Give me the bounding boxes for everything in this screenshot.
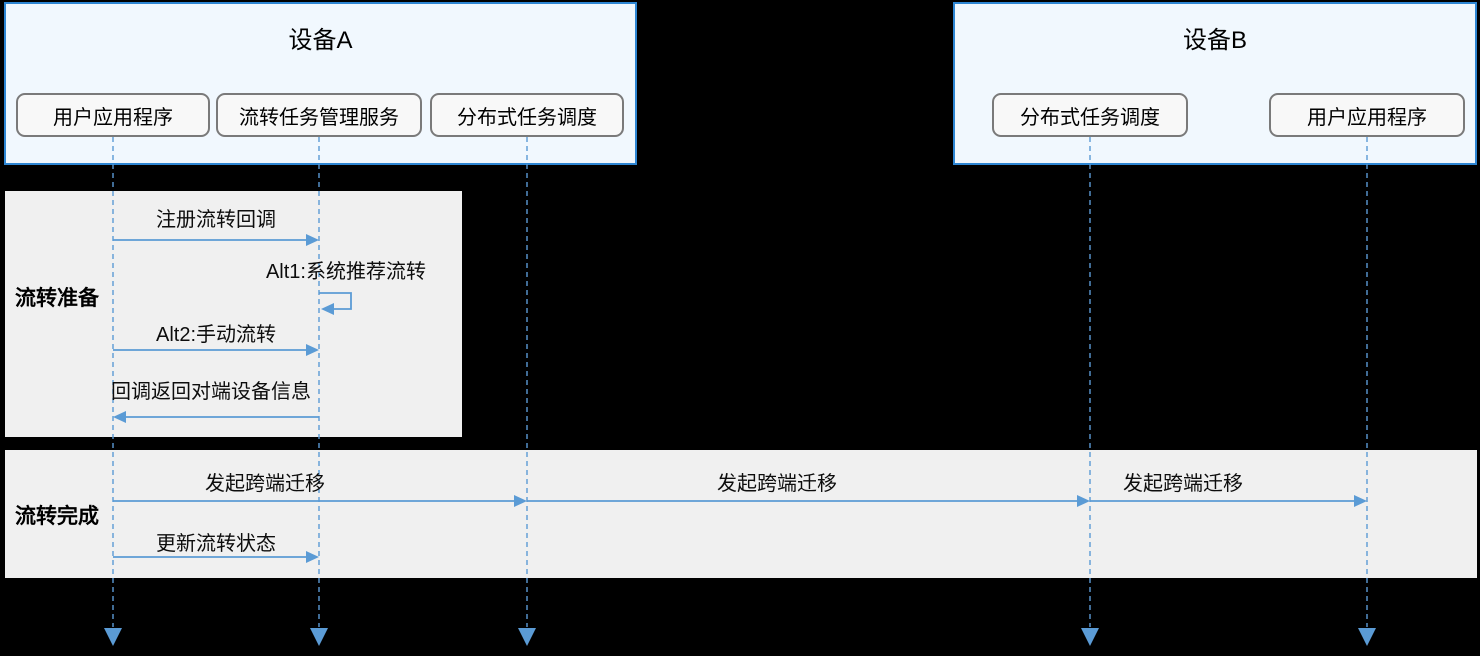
participant-user-app-a: 用户应用程序 xyxy=(16,93,210,137)
device-a-frame: 设备A xyxy=(4,2,637,165)
participant-user-app-b: 用户应用程序 xyxy=(1269,93,1465,137)
message-label-initiate-cross-device-migration-1: 发起跨端迁移 xyxy=(205,473,325,495)
message-label-update-hop-state: 更新流转状态 xyxy=(156,533,276,555)
lifeline-end-arrow xyxy=(104,628,122,646)
device-b-frame: 设备B xyxy=(953,2,1477,165)
lifeline-end-arrow xyxy=(1081,628,1099,646)
message-label-manual-hop: Alt2:手动流转 xyxy=(155,324,277,346)
message-label-register-hop-callback: 注册流转回调 xyxy=(156,209,276,231)
lifeline-end-arrow xyxy=(1358,628,1376,646)
participant-hop-task-mgmt-service: 流转任务管理服务 xyxy=(216,93,422,137)
message-label-system-recommended-hop: Alt1:系统推荐流转 xyxy=(265,261,426,283)
phase-prepare-label: 流转准备 xyxy=(15,287,99,310)
message-label-callback-returns-peer-device-info: 回调返回对端设备信息 xyxy=(111,381,311,403)
message-label-initiate-cross-device-migration-3: 发起跨端迁移 xyxy=(1123,473,1243,495)
device-a-title: 设备A xyxy=(288,27,353,54)
lifeline-end-arrow xyxy=(310,628,328,646)
message-label-initiate-cross-device-migration-2: 发起跨端迁移 xyxy=(717,473,837,495)
phase-band-prepare: 流转准备 xyxy=(5,191,462,437)
lifeline-end-arrow xyxy=(518,628,536,646)
device-b-title: 设备B xyxy=(1182,27,1247,54)
phase-complete-label: 流转完成 xyxy=(15,505,99,528)
participant-distributed-scheduler-b: 分布式任务调度 xyxy=(992,93,1188,137)
participant-distributed-scheduler-a: 分布式任务调度 xyxy=(430,93,624,137)
